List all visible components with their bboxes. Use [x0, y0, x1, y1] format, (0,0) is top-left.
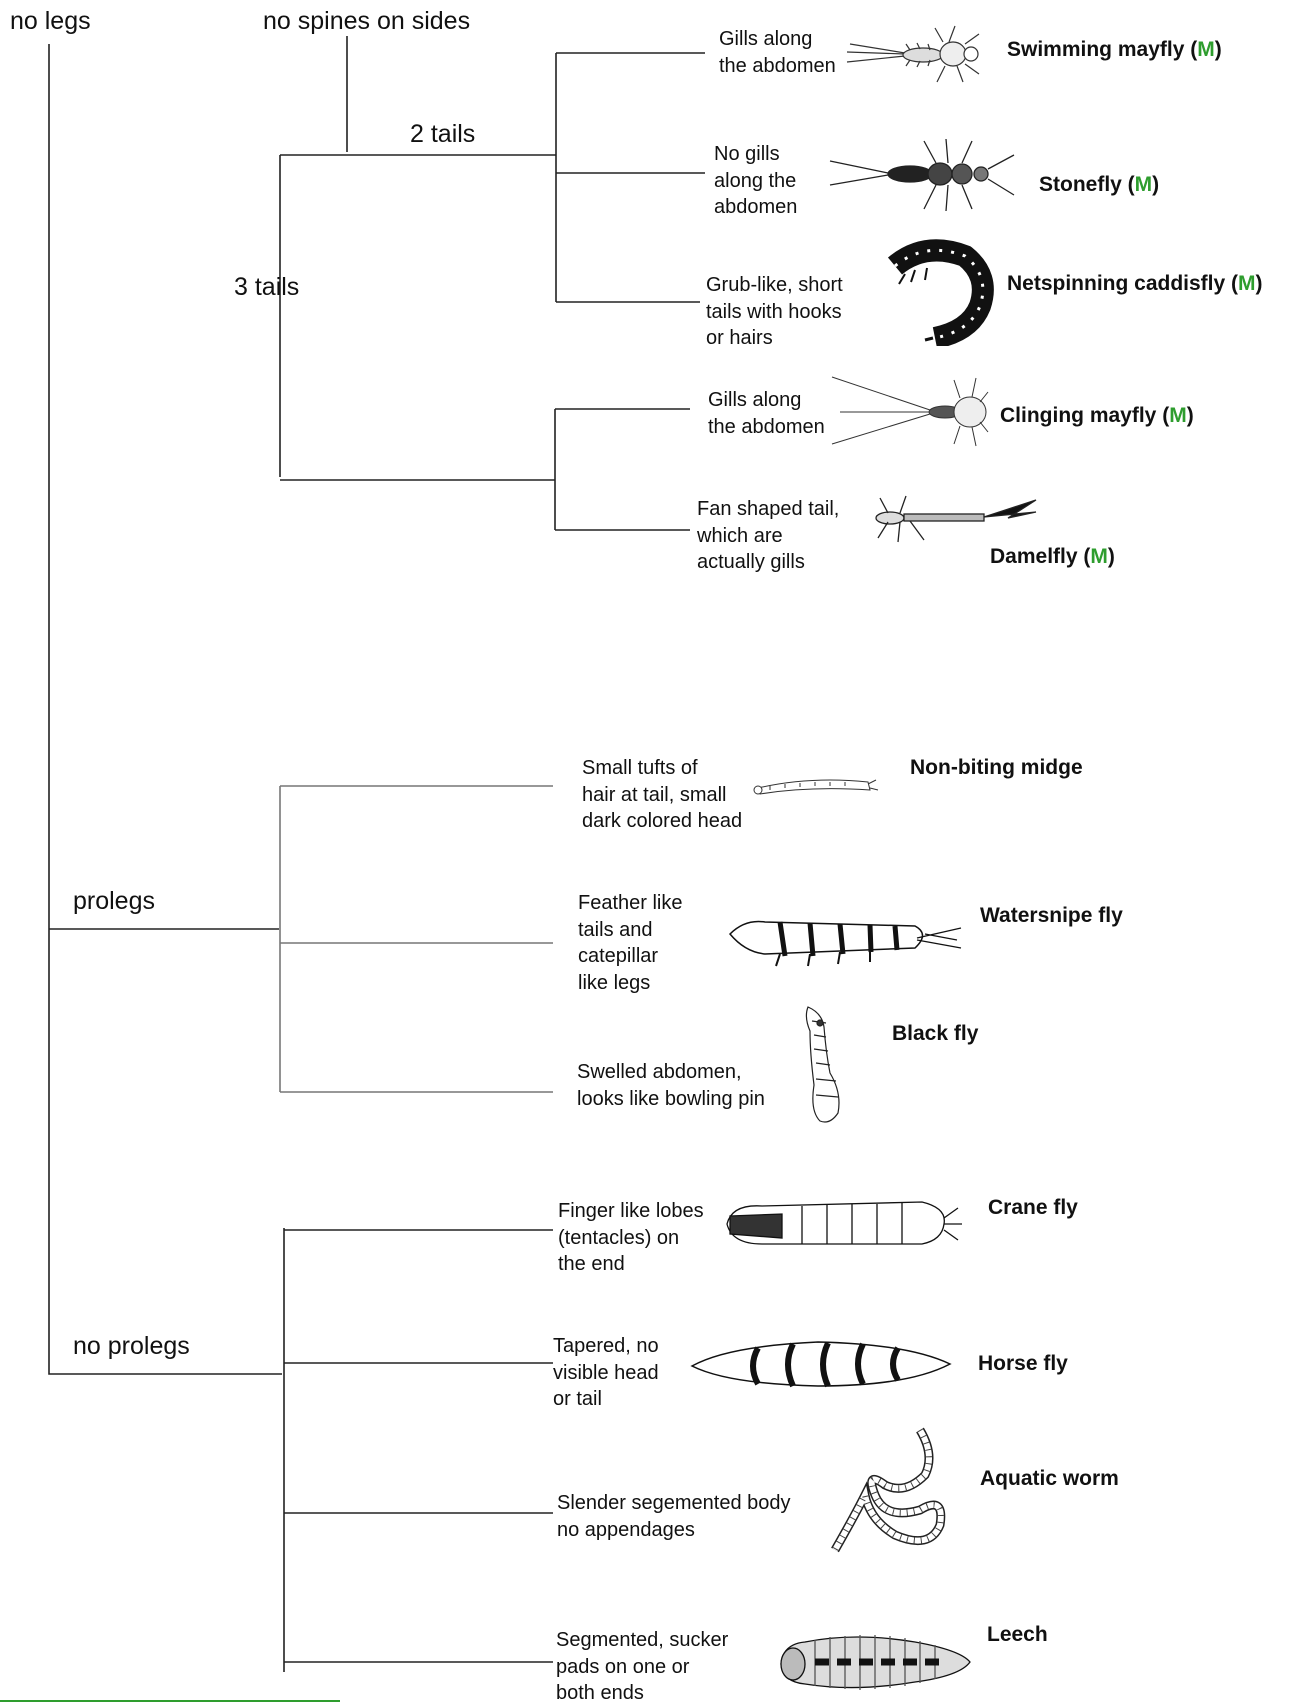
m-marker: M — [1090, 545, 1108, 568]
m-marker: M — [1135, 173, 1153, 196]
bottom-accent-bar — [0, 1700, 340, 1702]
midge-icon — [750, 768, 880, 804]
leech-icon — [775, 1624, 975, 1699]
description-netspinning-caddisfly: Grub-like, short tails with hooks or hai… — [706, 272, 843, 352]
label-non-biting-midge: Non-biting midge — [910, 756, 1083, 779]
stonefly-icon — [828, 137, 1018, 212]
m-marker: M — [1238, 272, 1256, 295]
description-swimming-mayfly: Gills along the abdomen — [719, 26, 836, 79]
description-crane-fly: Finger like lobes (tentacles) on the end — [558, 1198, 704, 1278]
description-aquatic-worm: Slender segemented body no appendages — [557, 1490, 791, 1543]
label-leech: Leech — [987, 1623, 1048, 1646]
description-clinging-mayfly: Gills along the abdomen — [708, 387, 825, 440]
label-stonefly: Stonefly (M) — [1039, 173, 1159, 196]
cranefly-icon — [722, 1194, 967, 1254]
description-non-biting-midge: Small tufts of hair at tail, small dark … — [582, 755, 742, 835]
watersnipe-icon — [725, 904, 965, 974]
label-damelfly: Damelfly (M) — [990, 545, 1115, 568]
description-damelfly: Fan shaped tail, which are actually gill… — [697, 496, 839, 576]
horsefly-icon — [688, 1334, 958, 1394]
m-marker: M — [1197, 38, 1215, 61]
description-leech: Segmented, sucker pads on one or both en… — [556, 1627, 728, 1707]
label-watersnipe-fly: Watersnipe fly — [980, 904, 1123, 927]
worm-icon — [825, 1425, 965, 1565]
damselfly-icon — [858, 488, 1038, 548]
branch-label-two-tails: 2 tails — [410, 121, 475, 149]
description-horse-fly: Tapered, no visible head or tail — [553, 1333, 659, 1413]
branch-label-no-spines: no spines on sides — [263, 8, 470, 36]
label-crane-fly: Crane fly — [988, 1196, 1078, 1219]
branch-label-no-legs: no legs — [10, 8, 91, 36]
branch-label-no-prolegs: no prolegs — [73, 1333, 190, 1361]
mayfly-icon — [845, 22, 985, 87]
description-watersnipe-fly: Feather like tails and catepillar like l… — [578, 890, 683, 996]
branch-label-prolegs: prolegs — [73, 888, 155, 916]
description-stonefly: No gills along the abdomen — [714, 141, 797, 221]
label-horse-fly: Horse fly — [978, 1352, 1068, 1375]
m-marker: M — [1169, 404, 1187, 427]
branch-label-three-tails: 3 tails — [234, 274, 299, 302]
blackfly-icon — [800, 1003, 870, 1128]
label-swimming-mayfly: Swimming mayfly (M) — [1007, 38, 1222, 61]
label-black-fly: Black fly — [892, 1022, 978, 1045]
description-black-fly: Swelled abdomen, looks like bowling pin — [577, 1059, 765, 1112]
clinging-mayfly-icon — [830, 372, 990, 452]
label-clinging-mayfly: Clinging mayfly (M) — [1000, 404, 1194, 427]
label-aquatic-worm: Aquatic worm — [980, 1467, 1119, 1490]
caddisfly-icon — [885, 236, 995, 346]
label-netspinning-caddisfly: Netspinning caddisfly (M) — [1007, 272, 1263, 295]
